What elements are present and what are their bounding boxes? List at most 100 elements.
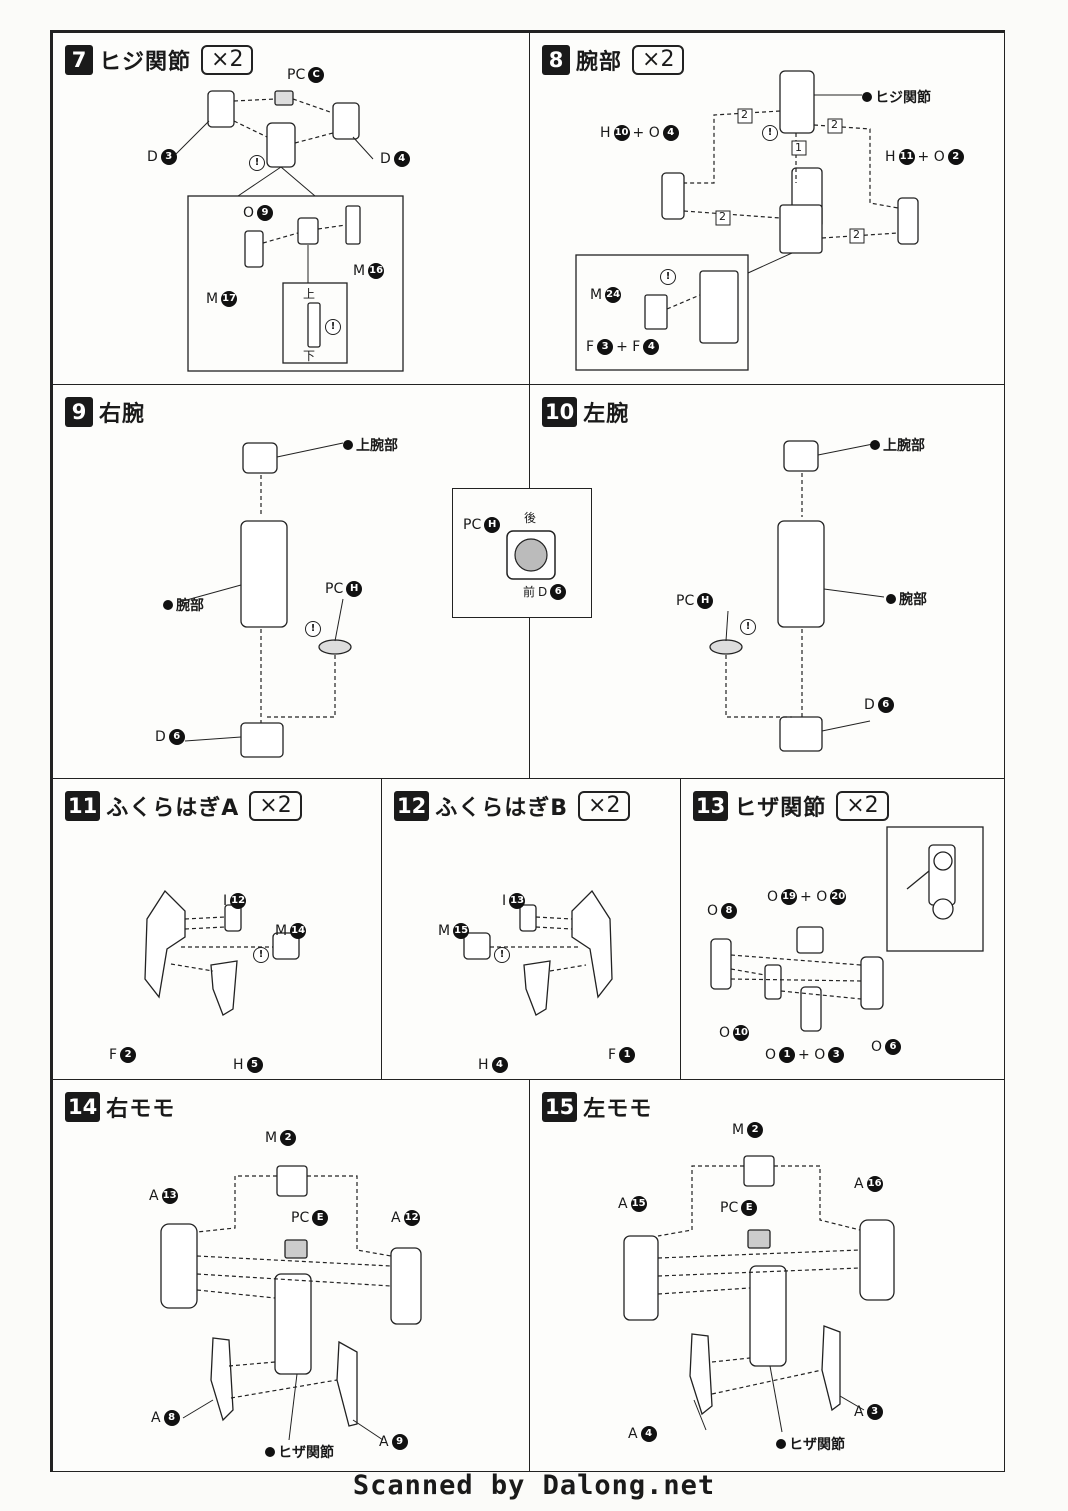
step-title: 右モモ bbox=[106, 1097, 176, 1122]
label-m17: M 17 bbox=[206, 291, 238, 307]
part-badge: 6 bbox=[877, 697, 894, 713]
step-13-header: 13 ヒザ関節 ×2 bbox=[693, 789, 889, 823]
part-badge: 4 bbox=[640, 1426, 657, 1442]
part-badge: 14 bbox=[290, 923, 307, 939]
part-badge: 4 bbox=[662, 125, 679, 141]
caution-icon: ! bbox=[325, 319, 341, 335]
label-upper-arm: 上腕部 bbox=[343, 435, 398, 455]
step-13-panel: 13 ヒザ関節 ×2 bbox=[680, 778, 1005, 1080]
step-number: 11 bbox=[65, 791, 101, 821]
part-badge: 5 bbox=[246, 1057, 263, 1073]
part-badge: 8 bbox=[721, 903, 738, 919]
step-title: 左モモ bbox=[583, 1097, 653, 1122]
part-badge: E bbox=[312, 1210, 329, 1226]
quantity-badge: ×2 bbox=[632, 45, 685, 75]
step-11-panel: 11 ふくらはぎA ×2 I 12 M 14 ! bbox=[52, 778, 382, 1080]
step-7-header: 7 ヒジ関節 ×2 bbox=[65, 43, 254, 77]
caution-icon: ! bbox=[249, 155, 265, 171]
label-o6: O 6 bbox=[871, 1039, 902, 1055]
label-knee: ヒザ関節 bbox=[265, 1442, 334, 1462]
label-pc-h: PC H bbox=[325, 581, 363, 597]
label-up: 上 bbox=[303, 287, 316, 301]
caution-icon: ! bbox=[305, 621, 321, 637]
part-badge: 9 bbox=[391, 1434, 408, 1450]
orientation-diagram bbox=[506, 530, 556, 580]
step-title: 左腕 bbox=[583, 402, 630, 427]
step-title: 腕部 bbox=[576, 50, 623, 75]
step-14-diagram bbox=[160, 1165, 422, 1441]
label-h11-o2: H 11 + O 2 bbox=[885, 149, 964, 165]
step-8-header: 8 腕部 ×2 bbox=[542, 43, 685, 77]
part-badge: 2 bbox=[280, 1130, 297, 1146]
label-pc-e: PC E bbox=[291, 1210, 329, 1226]
step-number: 7 bbox=[65, 45, 93, 75]
quantity-badge: ×2 bbox=[201, 45, 254, 75]
label-o10: O 10 bbox=[719, 1025, 750, 1041]
label-m16: M 16 bbox=[353, 263, 385, 279]
step-number: 9 bbox=[65, 397, 93, 427]
part-badge: C bbox=[308, 67, 325, 83]
label-f3-f4: F 3 + F 4 bbox=[586, 339, 660, 355]
label-d3: D 3 bbox=[147, 149, 177, 165]
label-pc-h: PC H bbox=[676, 593, 714, 609]
step-9-diagram bbox=[182, 442, 352, 758]
label-a3: A 3 bbox=[854, 1404, 883, 1420]
label-o1-o3: O 1 + O 3 bbox=[765, 1047, 845, 1063]
label-arm: 腕部 bbox=[163, 595, 204, 615]
marker-dot bbox=[862, 92, 872, 102]
label-d6: D 6 bbox=[864, 697, 894, 713]
label-a16: A 16 bbox=[854, 1176, 883, 1192]
step-8-panel: 8 腕部 ×2 bbox=[529, 32, 1005, 385]
caution-icon: ! bbox=[660, 269, 676, 285]
marker-dot bbox=[776, 1439, 786, 1449]
order-2: 2 bbox=[831, 118, 838, 131]
step-number: 10 bbox=[542, 397, 578, 427]
part-badge: 3 bbox=[597, 339, 614, 355]
step-title: ヒザ関節 bbox=[734, 796, 827, 821]
part-badge: E bbox=[741, 1200, 758, 1216]
part-badge: 4 bbox=[393, 151, 410, 167]
step-9-panel: 9 右腕 上腕部 bbox=[52, 384, 530, 779]
step-7-diagram bbox=[174, 90, 404, 372]
part-badge: 8 bbox=[163, 1410, 180, 1426]
label-o8: O 8 bbox=[707, 903, 738, 919]
part-badge: 3 bbox=[828, 1047, 845, 1063]
label-h4: H 4 bbox=[478, 1057, 508, 1073]
marker-dot bbox=[886, 594, 896, 604]
quantity-badge: ×2 bbox=[249, 791, 302, 821]
orientation-inset: PC H 後 前 D 6 bbox=[452, 488, 592, 618]
label-h5: H 5 bbox=[233, 1057, 263, 1073]
part-badge: 20 bbox=[830, 889, 847, 905]
label-f2: F 2 bbox=[109, 1047, 137, 1063]
part-badge: 19 bbox=[781, 889, 798, 905]
part-badge: 24 bbox=[605, 287, 622, 303]
step-12-panel: 12 ふくらはぎB ×2 I 13 M 15 ! bbox=[381, 778, 681, 1080]
step-15-panel: 15 左モモ bbox=[529, 1079, 1005, 1472]
step-8-diagram bbox=[575, 70, 919, 371]
part-badge: 6 bbox=[550, 583, 567, 600]
step-14-panel: 14 右モモ bbox=[52, 1079, 530, 1472]
part-badge: 16 bbox=[866, 1176, 883, 1192]
part-badge: 10 bbox=[613, 125, 630, 141]
step-9-header: 9 右腕 bbox=[65, 395, 145, 429]
part-badge: 11 bbox=[898, 149, 915, 165]
order-2: 2 bbox=[741, 108, 748, 121]
part-badge: 13 bbox=[509, 893, 526, 909]
scan-credit: Scanned by Dalong.net bbox=[352, 1470, 716, 1501]
part-badge: H bbox=[484, 517, 501, 533]
step-number: 12 bbox=[394, 791, 430, 821]
part-badge: 15 bbox=[630, 1196, 647, 1212]
part-badge: 9 bbox=[257, 205, 274, 221]
label-o9: O 9 bbox=[243, 205, 274, 221]
order-2: 2 bbox=[853, 228, 860, 241]
caution-icon: ! bbox=[762, 125, 778, 141]
label-upper-arm: 上腕部 bbox=[870, 435, 925, 455]
instruction-sheet: 7 ヒジ関節 ×2 bbox=[50, 30, 1005, 1472]
label-h10-o4: H 10 + O 4 bbox=[600, 125, 679, 141]
order-1: 1 bbox=[795, 141, 802, 154]
label-down: 下 bbox=[303, 349, 316, 363]
step-10-header: 10 左腕 bbox=[542, 395, 629, 429]
label-o19-o20: O 19 + O 20 bbox=[767, 889, 847, 905]
label-a12: A 12 bbox=[391, 1210, 420, 1226]
step-15-diagram bbox=[623, 1155, 895, 1433]
